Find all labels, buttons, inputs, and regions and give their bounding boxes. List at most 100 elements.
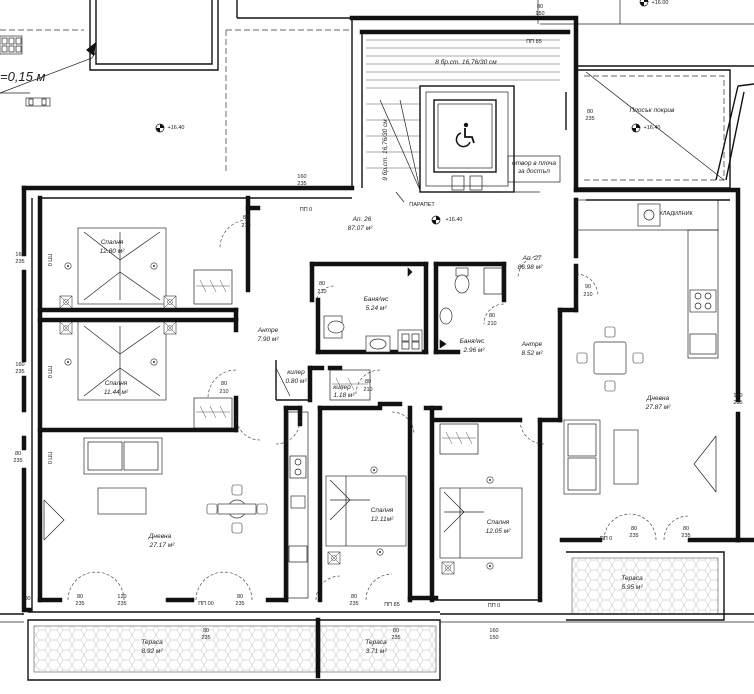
- dim-160-d: 160: [297, 174, 306, 180]
- dim-160-e: 160: [489, 628, 498, 634]
- dim-235-j: 235: [349, 601, 358, 607]
- wheelchair-icon: [455, 122, 475, 148]
- dim-80-i: 80: [77, 594, 83, 600]
- dim-150-a: 150: [535, 11, 544, 17]
- room-labels: Спалня 12.80 м² Спалня 11.44 м² Антре 7.…: [100, 107, 675, 655]
- room-2-area: 7.90 м²: [257, 336, 279, 343]
- window-tag-1: ПП 85: [526, 39, 542, 45]
- sofa-right: [563, 419, 601, 495]
- exterior-walls: [21, 185, 754, 613]
- room-10-area: 12.05 м²: [486, 528, 512, 535]
- dim-80-h: 80: [537, 4, 543, 10]
- parapet-label: ПАРАПЕТ: [409, 202, 435, 208]
- dim-150-b: 150: [489, 635, 498, 641]
- dim-210-c: 210: [487, 321, 496, 327]
- room-1-name: Спалня: [105, 380, 128, 387]
- stair-treads: [366, 39, 560, 191]
- room-7-name: Антре: [521, 341, 543, 348]
- elevation-4: +16.00: [652, 0, 669, 6]
- room-3-name: килер: [287, 369, 305, 376]
- room-2-name: Антре: [257, 327, 279, 334]
- upper-left-zone: =0,15 м: [0, 0, 353, 190]
- center-core: [309, 197, 741, 603]
- room-7-area: 8.52 м²: [521, 350, 543, 357]
- apartment-26-name: Ап. 26: [352, 216, 372, 223]
- room-14-name: Тераса: [365, 639, 387, 646]
- room-5-area: 5.24 м²: [365, 305, 387, 312]
- dim-210-f: 210: [583, 292, 592, 298]
- elevation-1: +16.40: [168, 125, 185, 131]
- dim-210-d: 210: [363, 387, 372, 393]
- window-tag-8: ПП 0: [488, 603, 501, 609]
- kitchen-label: ХЛАДИЛНИК: [659, 211, 693, 217]
- dim-160-a: 160: [15, 252, 24, 258]
- window-tag-6: ПП 00: [198, 601, 214, 607]
- room-12-name: Тераса: [621, 575, 643, 582]
- room-9-area: 12.11м²: [371, 516, 394, 523]
- dim-80-a: 80: [243, 215, 249, 221]
- dim-80-c: 80: [489, 313, 495, 319]
- flat-roof-label: Плосък покрив: [630, 107, 676, 114]
- dim-160-b: 160: [15, 362, 24, 368]
- apartment-27-area: 86.98 м²: [518, 264, 544, 271]
- room-9-name: Спалня: [371, 507, 394, 514]
- window-tag-7: ПП 85: [384, 602, 400, 608]
- dim-100: 100: [21, 596, 30, 602]
- room-12-area: 5.95 м²: [621, 584, 643, 591]
- room-0-name: Спалня: [101, 239, 124, 246]
- dim-235-h: 235: [235, 601, 244, 607]
- room-14-area: 3.71 м²: [365, 648, 387, 655]
- elevation-markers: +16.40 +16.40 +16.40 +16.00: [155, 0, 669, 225]
- room-4-name: килер: [333, 384, 351, 391]
- stairs-b-label: 9 бр.ст. 16,76/30 см: [381, 119, 389, 181]
- dim-235-f: 235: [297, 181, 306, 187]
- dim-80-b: 80: [319, 281, 325, 287]
- room-11-area: 27.17 м²: [149, 542, 176, 549]
- dim-235-n: 235: [117, 601, 126, 607]
- dim-160-c: 160: [733, 393, 742, 399]
- dim-80-k: 80: [203, 628, 209, 634]
- room-6-name: Баня/wc: [460, 338, 485, 345]
- apartment-27-name: Ап. 27: [522, 255, 542, 262]
- room-0-area: 12.80 м²: [100, 248, 126, 255]
- opening-label-1: отвор в плоча: [512, 160, 556, 167]
- dim-90-a: 90: [585, 284, 591, 290]
- dim-210-a: 210: [241, 223, 250, 229]
- dim-80-m: 80: [393, 628, 399, 634]
- flat-roof-zone: [537, 0, 754, 189]
- room-5-name: Баня/wc: [364, 296, 389, 303]
- dim-235-e: 235: [585, 116, 594, 122]
- room-11-name: Дневна: [148, 533, 172, 540]
- dim-235-b: 235: [15, 369, 24, 375]
- window-tag-4: ПП 0: [46, 366, 52, 379]
- right-apartment: ХЛАДИЛНИК: [517, 199, 719, 541]
- room-1-area: 11.44 м²: [104, 389, 129, 396]
- dim-80-d: 80: [365, 379, 371, 385]
- dim-80-l: 80: [351, 594, 357, 600]
- elevator-shaft: [419, 85, 515, 193]
- stair-core: отвор в плоча за достъп 8 бр.ст. 16,76/3…: [349, 15, 579, 208]
- opening-label-2: за достъп: [517, 167, 550, 175]
- dim-235-c: 235: [13, 458, 22, 464]
- dim-80-f: 80: [15, 451, 21, 457]
- apartment-26-area: 87.07 м²: [348, 225, 374, 232]
- room-13-area: 8.92 м²: [141, 648, 163, 655]
- sofa-left: [83, 437, 163, 475]
- dim-80-j: 80: [237, 594, 243, 600]
- bed-4: [439, 487, 523, 559]
- room-6-area: 2.96 м²: [462, 347, 485, 354]
- dim-80-n: 80: [631, 526, 637, 532]
- dim-80-e: 80: [221, 381, 227, 387]
- dining-set-right: [576, 326, 644, 392]
- dim-210-b: 210: [317, 289, 326, 295]
- stairs-a-label: 8 бр.ст. 16,76/30 см: [435, 58, 497, 66]
- terraces: [0, 551, 754, 681]
- dim-210-e: 210: [219, 389, 228, 395]
- dim-235-l: 235: [629, 533, 638, 539]
- room-3-area: 0.80 м²: [285, 378, 307, 385]
- window-tag-5: ПП 0: [46, 452, 52, 465]
- dim-80-g: 80: [587, 109, 593, 115]
- window-tag-9: ПП 0: [600, 536, 613, 542]
- left-apartment: [37, 195, 393, 603]
